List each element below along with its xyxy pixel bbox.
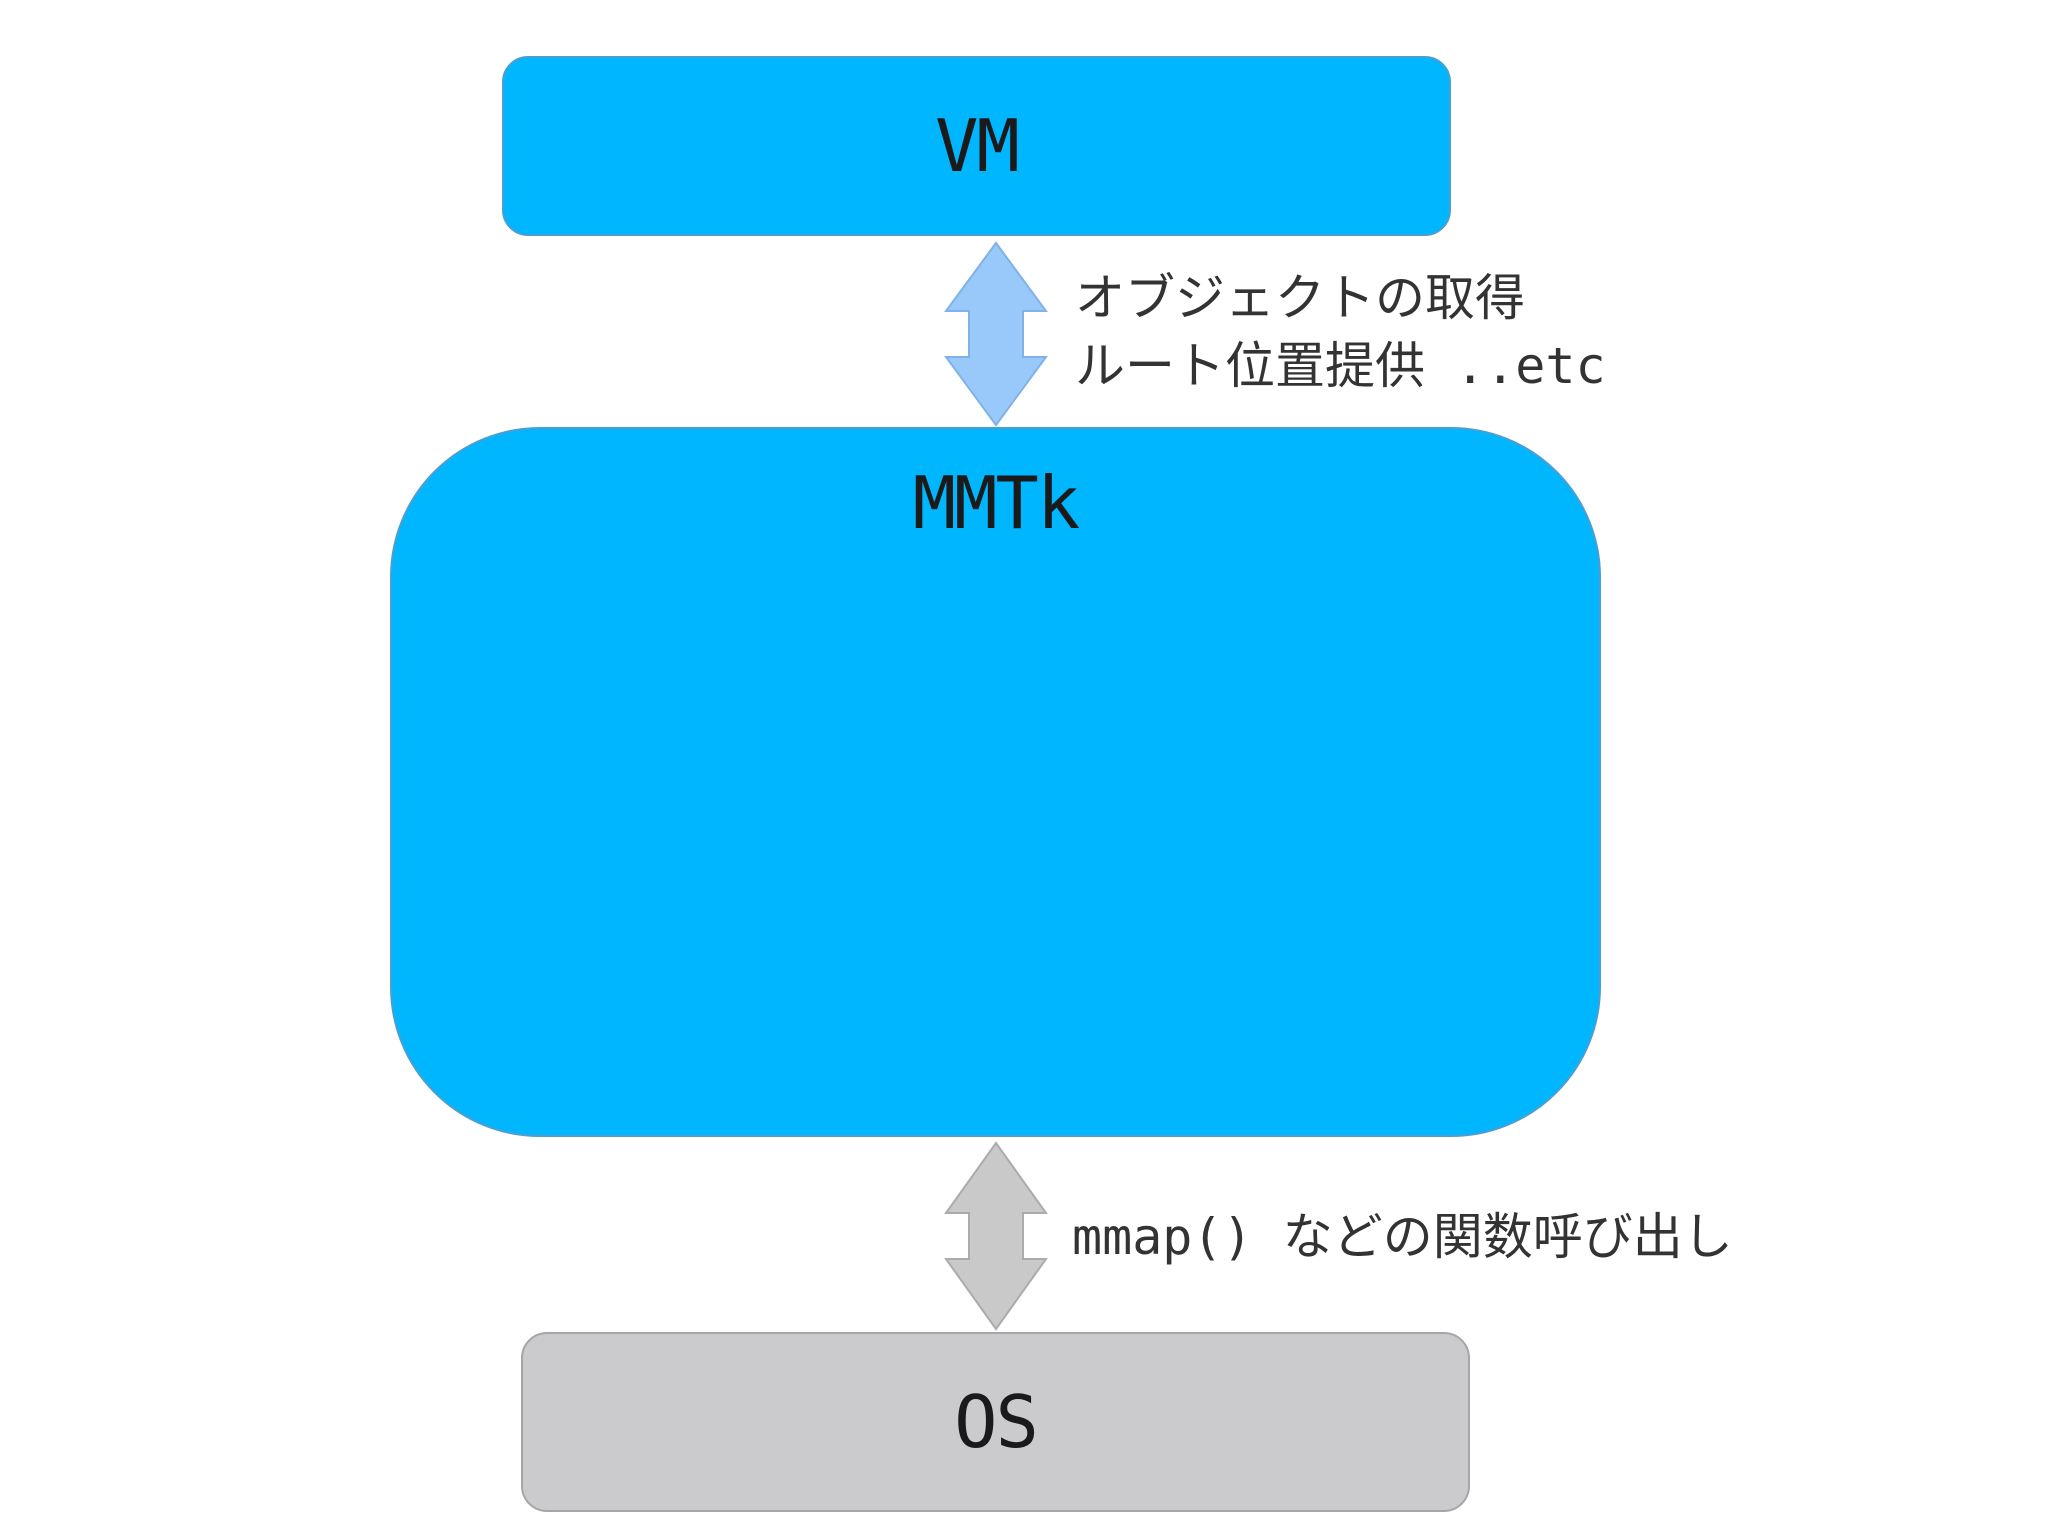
os-box: OS (521, 1332, 1470, 1512)
mmtk-os-double-arrow-icon (944, 1141, 1048, 1331)
vm-label: VM (935, 104, 1020, 188)
mmtk-os-edge-label-line-1: mmap() などの関数呼び出し (1072, 1208, 1733, 1266)
vm-mmtk-edge-label: オブジェクトの取得 ルート位置提供 ..etc (1075, 264, 1606, 400)
vm-mmtk-double-arrow-icon (944, 241, 1048, 427)
mmtk-os-edge-label: mmap() などの関数呼び出し (1072, 1203, 1733, 1271)
vm-mmtk-edge-label-line-1: オブジェクトの取得 (1075, 269, 1525, 327)
vm-mmtk-edge-label-line-2: ルート位置提供 ..etc (1075, 337, 1606, 395)
mmtk-box: MMTk (390, 427, 1601, 1137)
vm-box: VM (502, 56, 1451, 236)
mmtk-label: MMTk (912, 461, 1080, 545)
os-label: OS (954, 1380, 1039, 1464)
